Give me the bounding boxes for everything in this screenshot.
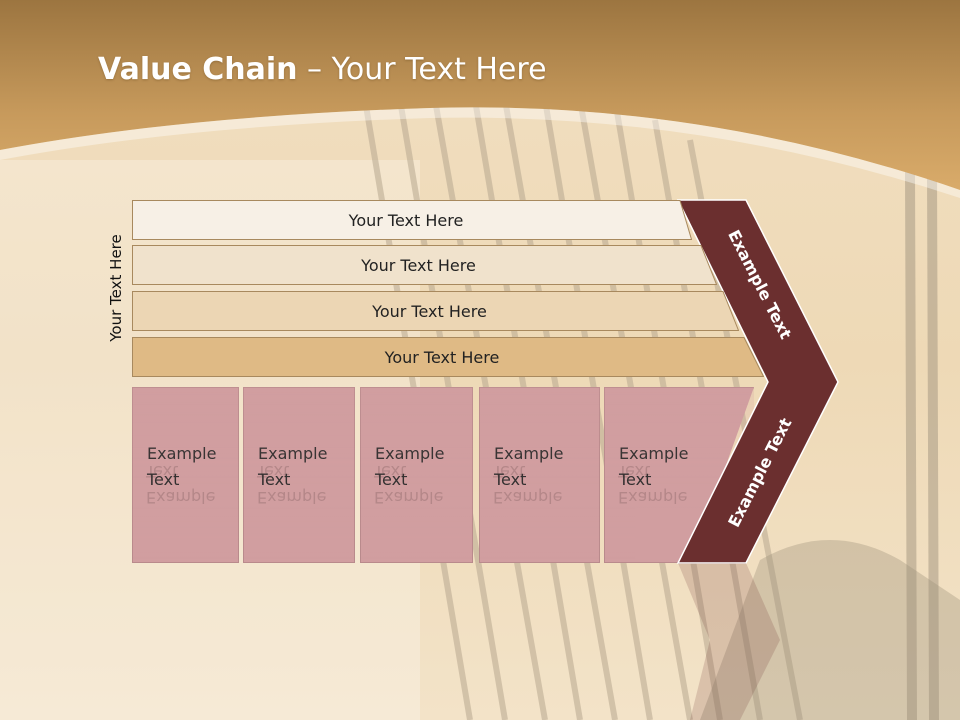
side-axis-label: Your Text Here: [107, 234, 125, 342]
activity-column-label: Example Text: [375, 444, 445, 489]
activity-column-4: Example Text: [479, 387, 600, 563]
value-band-4: Your Text Here: [132, 337, 764, 377]
activity-column-label: Example Text: [494, 444, 564, 489]
value-band-label: Your Text Here: [372, 301, 487, 321]
value-band-2: Your Text Here: [132, 245, 717, 285]
slide-title: Value Chain – Your Text Here: [98, 52, 547, 87]
slide-title-bold: Value Chain: [98, 52, 298, 87]
value-band-label: Your Text Here: [348, 210, 464, 230]
activity-column-1: Example Text: [132, 387, 239, 563]
value-band-label: Your Text Here: [384, 347, 500, 367]
value-band-3: Your Text Here: [132, 291, 739, 331]
slide-title-rest: – Your Text Here: [297, 52, 547, 87]
activity-column-label: Example Text: [147, 444, 217, 489]
activity-column-label: Example Text: [258, 444, 328, 489]
activity-column-label: Example Text: [619, 444, 689, 489]
value-band-label: Your Text Here: [361, 255, 476, 275]
value-band-1: Your Text Here: [132, 200, 692, 240]
activity-column-2: Example Text: [243, 387, 355, 563]
activity-column-3: Example Text: [360, 387, 473, 563]
